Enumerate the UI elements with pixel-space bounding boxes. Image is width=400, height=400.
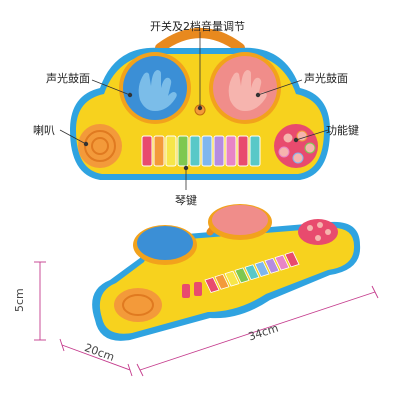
leader-line [295,129,329,141]
label-drum-left: 声光鼓面 [46,72,90,85]
leader-line [91,79,131,96]
depth-dimension-tick [127,363,133,377]
piano-key[interactable] [274,254,290,271]
width-dimension-tick [371,285,379,299]
function-key[interactable] [282,132,294,144]
piano-key[interactable] [225,135,237,167]
piano-key[interactable] [244,264,260,281]
function-key[interactable] [182,284,190,298]
function-key[interactable] [194,282,202,296]
leader-dot [197,105,203,111]
piano-key[interactable] [201,135,213,167]
label-drum-right: 声光鼓面 [304,72,348,85]
leader-dot [127,92,133,98]
speaker-ring [84,130,116,162]
piano-key[interactable] [204,277,220,293]
function-key[interactable] [315,235,321,241]
piano-key[interactable] [237,135,249,167]
piano-key[interactable] [177,135,189,167]
width-dimension-line [139,291,376,371]
dimension-lines [34,261,379,377]
depth-dimension-tick [59,338,65,352]
function-keys-top [274,124,318,168]
piano-key[interactable] [284,251,300,268]
function-key[interactable] [278,146,290,158]
function-key[interactable] [307,225,313,231]
label-piano-keys: 琴键 [175,194,197,207]
piano-keys-top [141,135,261,167]
function-key[interactable] [317,222,323,228]
label-switch-volume: 开关及2档音量调节 [150,20,245,33]
piano-key[interactable] [234,267,250,284]
label-function-keys: 功能键 [326,124,359,137]
left-drum-pad[interactable] [137,226,193,260]
piano-key[interactable] [141,135,153,167]
function-key[interactable] [304,142,316,154]
leader-dot [183,165,189,171]
speaker-grille [114,288,162,322]
top-view-toy [70,28,330,180]
piano-key[interactable] [214,273,230,290]
function-key[interactable] [325,229,331,235]
leader-dot [255,92,261,98]
piano-keys-angled [204,251,300,293]
hand-print-icon [228,70,267,111]
piano-key[interactable] [165,135,177,167]
piano-key[interactable] [249,135,261,167]
piano-key[interactable] [224,270,240,287]
leader-line [257,79,303,96]
angled-view-toy [92,204,361,341]
piano-key[interactable] [213,135,225,167]
right-drum-pad[interactable] [212,205,268,235]
label-speaker: 喇叭 [33,124,55,137]
piano-key[interactable] [264,257,280,274]
hand-print-icon [138,70,177,111]
leader-lines-top [59,32,329,190]
leader-dot [83,141,89,147]
piano-key[interactable] [189,135,201,167]
speaker-ring [91,137,109,155]
depth-dimension-line [61,344,131,371]
function-key-cluster[interactable] [298,219,338,245]
piano-key[interactable] [153,135,165,167]
function-key[interactable] [292,152,304,164]
width-dimension-tick [136,363,144,377]
speaker-ring [122,294,154,316]
dimension-height-label: 5cm [13,288,26,312]
leader-dot [293,137,299,143]
leader-line [59,129,87,145]
piano-key[interactable] [254,261,270,277]
